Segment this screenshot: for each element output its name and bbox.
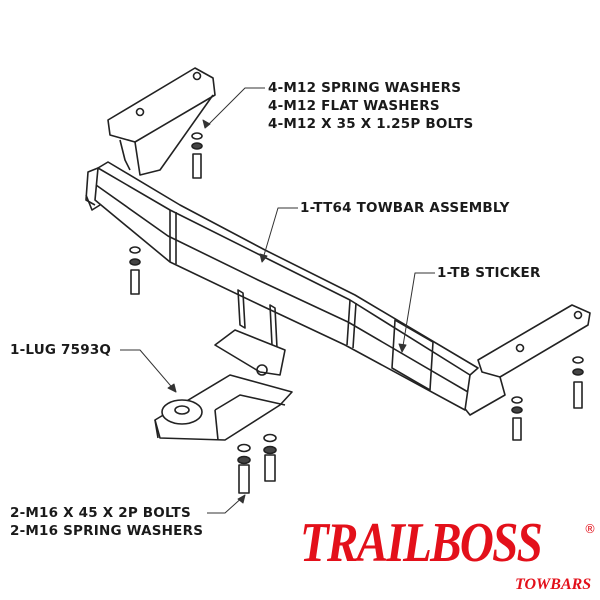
- left-mounting-bracket: [107, 67, 216, 176]
- logo-sub: TOWBARS: [515, 576, 592, 593]
- callout-line: 2-M16 X 45 X 2P BOLTS: [10, 505, 191, 521]
- callout-hardware-bottom: 2-M16 X 45 X 2P BOLTS 2-M16 SPRING WASHE…: [10, 504, 203, 540]
- tow-lug: [154, 374, 293, 441]
- towbar-beam: [85, 161, 479, 411]
- bolt-sets: [129, 132, 584, 494]
- registered-mark: ®: [584, 522, 596, 536]
- lug-mount-plates: [214, 289, 286, 376]
- callout-lug: 1-LUG 7593Q: [10, 342, 112, 358]
- callout-line: 4-M12 FLAT WASHERS: [268, 98, 440, 114]
- leader-lines: [120, 87, 435, 514]
- callout-line: 2-M16 SPRING WASHERS: [10, 523, 204, 539]
- callout-line: 4-M12 X 35 X 1.25P BOLTS: [268, 116, 474, 132]
- callout-line: 4-M12 SPRING WASHERS: [268, 80, 462, 96]
- callout-towbar-assembly: 1-TT64 TOWBAR ASSEMBLY: [300, 200, 510, 216]
- callout-hardware-top: 4-M12 SPRING WASHERS 4-M12 FLAT WASHERS …: [268, 79, 473, 133]
- callout-sticker: 1-TB STICKER: [437, 265, 541, 281]
- right-mounting-bracket: [461, 304, 591, 416]
- logo-brand: TRAILBOSS: [300, 512, 543, 574]
